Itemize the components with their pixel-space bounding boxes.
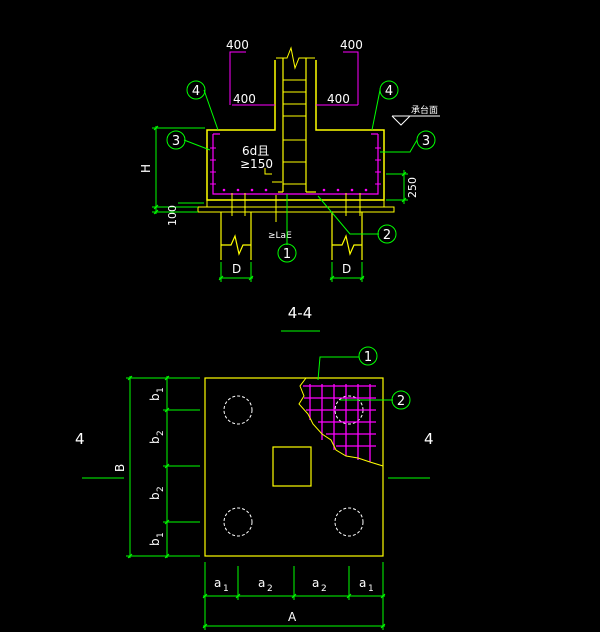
dim-b1-bot: b 1 <box>148 532 166 546</box>
cap-surface-marker <box>391 115 440 126</box>
svg-text:b: b <box>148 492 162 500</box>
pile-right <box>331 212 363 260</box>
svg-text:a: a <box>359 576 366 590</box>
cap-plan-outline <box>204 377 384 557</box>
callout-2-circle <box>377 224 397 244</box>
mesh-break-line <box>298 377 384 467</box>
dim-b2-top: b 2 <box>148 430 166 444</box>
pile-d-dim-right <box>329 262 365 282</box>
callout-1-circle <box>277 243 297 263</box>
pile-d-right: D <box>342 262 351 276</box>
plan-callout-1-label: 1 <box>364 350 372 365</box>
svg-text:b: b <box>148 436 162 444</box>
svg-text:1: 1 <box>223 584 229 594</box>
pile-circles <box>223 395 364 537</box>
callout-3-right-leader <box>380 139 418 153</box>
dim-400-top-left: 400 <box>226 38 249 52</box>
cap-surface-note: 承台面 <box>411 104 438 116</box>
svg-text:1: 1 <box>156 387 166 393</box>
svg-text:1: 1 <box>368 584 374 594</box>
callout-4-left-leader <box>203 89 219 131</box>
pile-d-dim-left <box>218 262 254 282</box>
callout-4-right-label: 4 <box>385 84 393 99</box>
callout-3-right-label: 3 <box>422 134 430 149</box>
plan-view: 1 2 4 4 B b 1 <box>75 346 434 630</box>
dim-400-inner-left: 400 <box>233 92 256 106</box>
svg-text:b: b <box>148 393 162 401</box>
leader-400-left <box>229 51 246 105</box>
dim-a2-left: a 2 <box>258 576 273 594</box>
side-bar-ticks-right <box>375 147 381 185</box>
b-dimension-lines <box>126 375 200 559</box>
column-stirrups <box>283 79 306 185</box>
dim-b1-top: b 1 <box>148 387 166 401</box>
spacing-leader <box>264 168 272 175</box>
callout-3-left-circle <box>166 130 186 150</box>
dim-a-total: A <box>288 610 297 624</box>
svg-text:2: 2 <box>156 430 166 436</box>
plan-callout-1-leader <box>317 356 359 381</box>
side-bar-ticks-left <box>210 147 216 185</box>
svg-text:2: 2 <box>156 486 166 492</box>
callout-1-label: 1 <box>283 247 291 262</box>
cap-rebar <box>212 133 379 195</box>
a-dimension-lines <box>202 562 386 630</box>
cut-mark-left: 4 <box>75 430 85 448</box>
dim-100: 100 <box>166 205 179 226</box>
plan-callout-1-circle <box>358 346 378 366</box>
leader-400-right <box>343 51 359 105</box>
dim-250-lines <box>386 170 408 204</box>
dim-a2-right: a 2 <box>312 576 327 594</box>
plan-callout-2-label: 2 <box>397 394 405 409</box>
anchor-note: ≥LaE <box>268 231 292 241</box>
callout-4-right-leader <box>371 89 381 131</box>
svg-text:a: a <box>258 576 265 590</box>
pile-anchor-bars <box>231 193 361 216</box>
svg-text:a: a <box>312 576 319 590</box>
h-dimension <box>152 125 205 215</box>
dim-a1-right: a 1 <box>359 576 374 594</box>
pile-left <box>220 212 252 260</box>
callout-4-left-circle <box>186 80 206 100</box>
callout-4-right-circle <box>379 80 399 100</box>
svg-text:b: b <box>148 538 162 546</box>
callout-4-left-label: 4 <box>192 84 200 99</box>
callout-3-left-leader <box>183 139 211 151</box>
column-outline <box>206 60 385 201</box>
rebar-mesh <box>303 384 376 462</box>
callout-2-label: 2 <box>383 228 391 243</box>
svg-text:2: 2 <box>321 584 327 594</box>
cut-mark-right: 4 <box>424 430 434 448</box>
callout-3-right-circle <box>416 130 436 150</box>
bedding-layer <box>197 206 395 213</box>
callout-3-left-label: 3 <box>172 134 180 149</box>
spacing-note-bottom: ≥150 <box>240 157 273 171</box>
column-break-mark <box>276 46 315 70</box>
svg-text:2: 2 <box>267 584 273 594</box>
svg-text:a: a <box>214 576 221 590</box>
spacing-note-top: 6d且 <box>242 144 269 158</box>
plan-callout-2-circle <box>391 390 411 410</box>
column-plan <box>272 446 312 487</box>
callout-2-leader <box>317 195 379 235</box>
section-title: 4-4 <box>288 304 313 322</box>
dim-a1-left: a 1 <box>214 576 229 594</box>
dim-h: H <box>139 164 153 173</box>
dim-b-total: B <box>113 464 127 472</box>
section-view: 400 400 400 400 6d且 ≥150 <box>139 38 440 332</box>
bottom-bar-dots <box>222 188 368 192</box>
pile-d-left: D <box>232 262 241 276</box>
dim-b2-bot: b 2 <box>148 486 166 500</box>
dim-250: 250 <box>406 177 419 198</box>
svg-text:1: 1 <box>156 532 166 538</box>
dim-400-inner-right: 400 <box>327 92 350 106</box>
dim-400-top-right: 400 <box>340 38 363 52</box>
